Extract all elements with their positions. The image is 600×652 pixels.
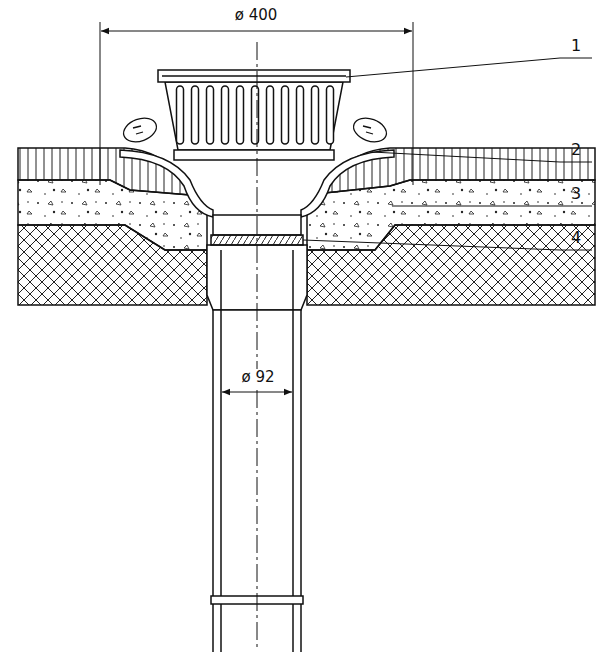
dimension-line (222, 392, 292, 393)
dimension-line (101, 31, 412, 32)
pipe-inner-wall (292, 250, 294, 652)
leaf-vein (363, 126, 373, 134)
strainer (158, 70, 350, 160)
leader-line (346, 58, 592, 77)
strainer-slot (177, 86, 184, 144)
leader-line (303, 240, 592, 250)
strainer-slot (267, 86, 274, 144)
leaders (303, 58, 592, 250)
strainer-slot (192, 86, 199, 144)
strainer-slot (327, 86, 334, 144)
strainer-slot (312, 86, 319, 144)
strainer-slot (297, 86, 304, 144)
strainer-slot (237, 86, 244, 144)
strainer-slots (177, 86, 334, 144)
strainer-base (174, 150, 334, 160)
tile-layer (18, 148, 190, 195)
leaf-vein (133, 126, 143, 134)
extension-line (413, 22, 414, 185)
extension-line (100, 22, 101, 185)
leader-line (372, 152, 592, 162)
dimensions (100, 22, 413, 392)
strainer-body (165, 82, 343, 150)
callout-number: 1 (571, 37, 581, 55)
strainer-slot (222, 86, 229, 144)
callout-number: 3 (571, 185, 581, 203)
leaves (120, 114, 389, 146)
callout-number: 2 (571, 141, 581, 159)
strainer-slot (282, 86, 289, 144)
dimension-label: ø 400 (235, 7, 278, 24)
centre-line (257, 42, 258, 650)
strainer-rim (158, 70, 350, 82)
leaf (350, 114, 389, 146)
dimension-label: ø 92 (238, 369, 277, 386)
callout-number: 4 (571, 229, 581, 247)
leader-line (392, 206, 592, 207)
strainer-slot (207, 86, 214, 144)
strainer-rim-line (162, 75, 346, 77)
pipe-inner-wall (220, 250, 222, 652)
leaf (120, 114, 159, 146)
